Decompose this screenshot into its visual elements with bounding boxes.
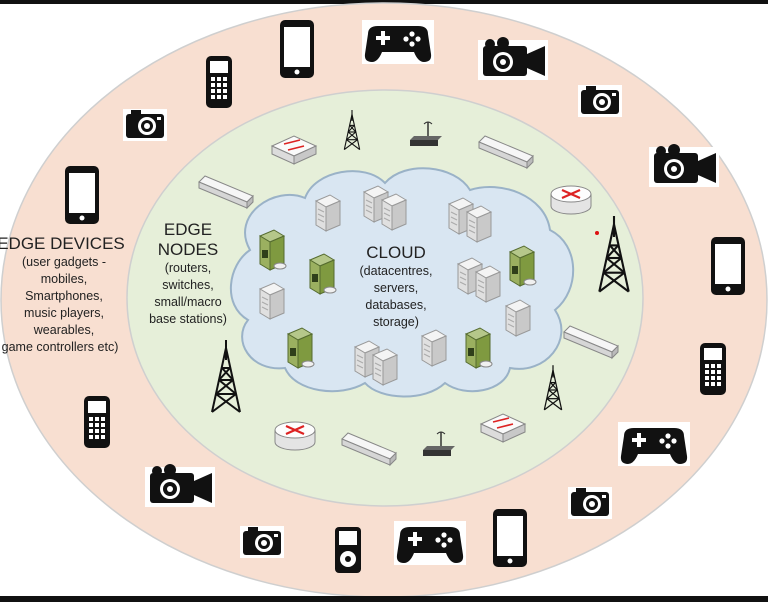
cloud-line: storage)	[373, 315, 419, 329]
edge-nodes-title-line2: NODES	[157, 240, 219, 259]
server-icon	[315, 194, 341, 232]
router-icon	[273, 420, 317, 452]
database-server-icon	[509, 245, 537, 287]
cloud-label: CLOUD (datacentres, servers, databases, …	[346, 243, 446, 331]
cloud-title: CLOUD	[366, 243, 426, 262]
camera-icon	[568, 487, 612, 519]
database-server-icon	[465, 327, 493, 369]
camera-icon	[240, 526, 284, 558]
edge-devices-line: game controllers etc)	[1, 340, 119, 354]
smartphone-icon	[65, 166, 99, 224]
database-server-icon	[309, 253, 337, 295]
video-camera-icon	[649, 144, 719, 187]
camera-icon	[578, 85, 622, 117]
server-icon	[259, 282, 285, 320]
red-dot-marker	[595, 231, 599, 235]
game-controller-icon	[362, 20, 434, 64]
video-camera-icon	[145, 464, 215, 507]
edge-devices-line: (user gadgets -	[21, 255, 107, 269]
mobile-phone-icon	[700, 343, 726, 395]
edge-nodes-line: (routers,	[164, 261, 212, 275]
cloud-line: (datacentres,	[359, 264, 433, 278]
cloud-line: servers,	[373, 281, 419, 295]
edge-nodes-line: base stations)	[149, 312, 227, 326]
database-server-icon	[259, 229, 287, 271]
edge-nodes-line: switches,	[162, 278, 214, 292]
camera-icon	[123, 109, 167, 141]
server-icon	[421, 329, 447, 367]
edge-devices-line: music players,	[24, 306, 104, 320]
smartphone-icon	[280, 20, 314, 78]
game-controller-icon	[394, 521, 466, 565]
smartphone-icon	[493, 509, 527, 567]
router-icon	[549, 184, 593, 216]
edge-devices-label: EDGE DEVICES (user gadgets - mobiles, Sm…	[0, 234, 128, 356]
top-border	[0, 0, 768, 4]
edge-devices-line: mobiles,	[40, 272, 88, 286]
edge-nodes-title-line1: EDGE	[163, 220, 213, 239]
edge-devices-line: wearables,	[33, 323, 95, 337]
video-camera-icon	[478, 37, 548, 80]
smartphone-icon	[711, 237, 745, 295]
mobile-phone-icon	[84, 396, 110, 448]
game-controller-icon	[618, 422, 690, 466]
music-player-icon	[335, 527, 361, 573]
edge-nodes-line: small/macro	[154, 295, 222, 309]
database-server-icon	[287, 327, 315, 369]
edge-devices-title: EDGE DEVICES	[0, 234, 125, 253]
server-icon	[505, 299, 531, 337]
bottom-border	[0, 596, 768, 602]
edge-devices-line: Smartphones,	[25, 289, 103, 303]
edge-nodes-label: EDGE NODES (routers, switches, small/mac…	[140, 220, 236, 328]
cloud-line: databases,	[365, 298, 427, 312]
mobile-phone-icon	[206, 56, 232, 108]
